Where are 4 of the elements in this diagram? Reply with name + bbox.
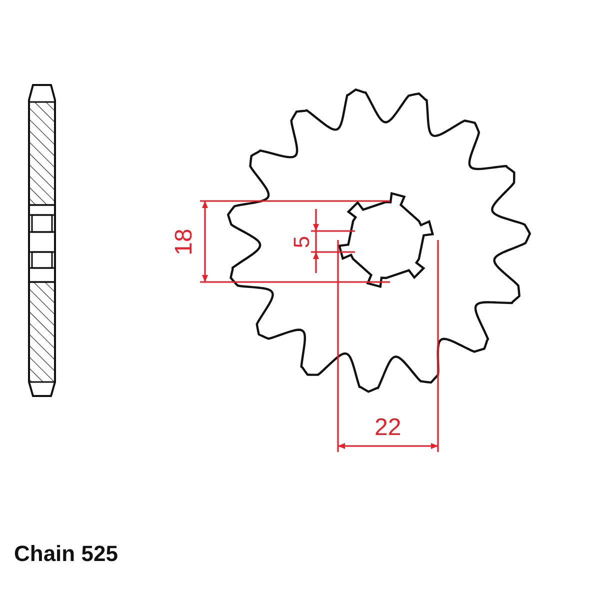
dimension-label: 18 <box>172 228 196 256</box>
dimension-label: 22 <box>374 416 402 440</box>
dimension-label: 5 <box>291 236 314 248</box>
chain-size-label: Chain 525 <box>14 543 118 565</box>
